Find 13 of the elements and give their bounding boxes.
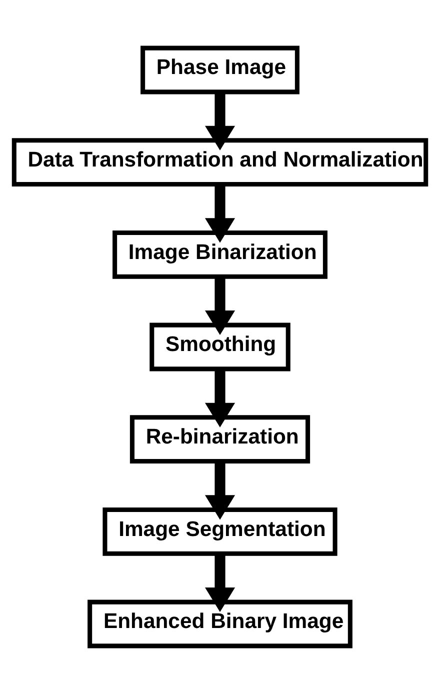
node-box: Smoothing — [150, 322, 290, 372]
arrow — [205, 462, 236, 520]
node-box: Image Segmentation — [102, 507, 338, 556]
node-box: Phase Image — [140, 46, 300, 94]
arrow — [205, 369, 236, 428]
arrow — [205, 92, 236, 150]
arrow — [205, 184, 236, 243]
node-box: Data Transformation and Normalization — [12, 138, 428, 187]
arrow — [205, 276, 236, 336]
node-box: Re-binarization — [130, 415, 310, 464]
arrow — [205, 554, 236, 612]
node-box: Image Binarization — [112, 230, 328, 279]
node-box: Enhanced Binary Image — [88, 600, 352, 648]
